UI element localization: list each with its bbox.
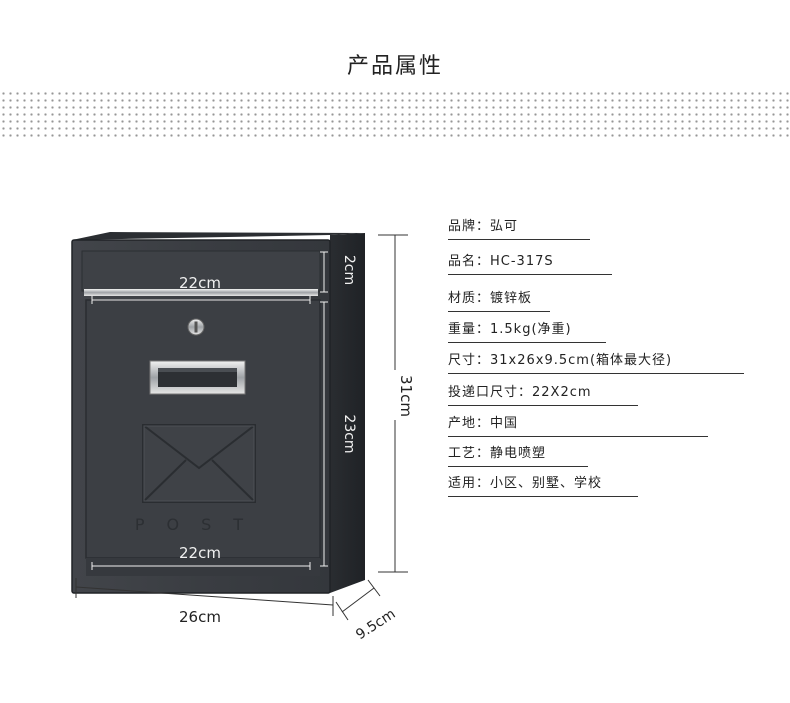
dim-depth: 9.5cm <box>335 579 398 643</box>
dim-bottom-width-label: 22cm <box>179 544 221 562</box>
dim-total-height-label: 31cm <box>397 375 415 417</box>
envelope-icon <box>142 424 256 503</box>
dim-total-width: 26cm <box>75 578 334 626</box>
spec-item: 产地：中国 <box>448 411 708 437</box>
post-emboss-text: POST <box>135 515 265 534</box>
spec-item: 尺寸：31x26x9.5cm(箱体最大径) <box>448 348 744 374</box>
spec-item: 投递口尺寸：22X2cm <box>448 380 638 406</box>
spec-process: 工艺：静电喷塑 <box>448 446 547 461</box>
dim-door-height: 23cm <box>320 301 357 567</box>
dim-door-height-label: 23cm <box>341 414 357 453</box>
spec-item: 品牌：弘可 <box>448 214 590 240</box>
mailbox-side <box>330 233 365 593</box>
spec-usage: 适用：小区、别墅、学校 <box>448 476 603 491</box>
spec-item: 品名：HC-317S <box>448 249 612 275</box>
spec-brand: 品牌：弘可 <box>448 219 519 234</box>
dim-slot-width-label: 22cm <box>179 274 221 292</box>
mailbox-window <box>149 360 246 395</box>
spec-item: 工艺：静电喷塑 <box>448 441 588 467</box>
lock-icon <box>187 318 205 336</box>
spec-item: 材质：镀锌板 <box>448 286 550 312</box>
dim-total-width-label: 26cm <box>179 608 221 626</box>
dotted-divider <box>0 90 790 140</box>
spec-origin: 产地：中国 <box>448 416 519 431</box>
spec-model: 品名：HC-317S <box>448 254 554 269</box>
dim-total-height: 31cm <box>378 234 415 573</box>
spec-slot-size: 投递口尺寸：22X2cm <box>448 385 592 400</box>
spec-item: 适用：小区、别墅、学校 <box>448 471 638 497</box>
mailbox-front: POST <box>71 239 331 594</box>
dim-bottom-width: 22cm <box>91 544 311 570</box>
spec-size: 尺寸：31x26x9.5cm(箱体最大径) <box>448 353 673 368</box>
spec-item: 重量：1.5kg(净重) <box>448 317 606 343</box>
dim-slot-width: 22cm <box>91 274 311 304</box>
dim-slot-height: 2cm <box>320 251 357 293</box>
dim-slot-height-label: 2cm <box>341 255 357 285</box>
dim-depth-label: 9.5cm <box>353 606 398 643</box>
page-title: 产品属性 <box>346 54 443 79</box>
spec-material: 材质：镀锌板 <box>448 291 533 306</box>
spec-weight: 重量：1.5kg(净重) <box>448 322 572 337</box>
